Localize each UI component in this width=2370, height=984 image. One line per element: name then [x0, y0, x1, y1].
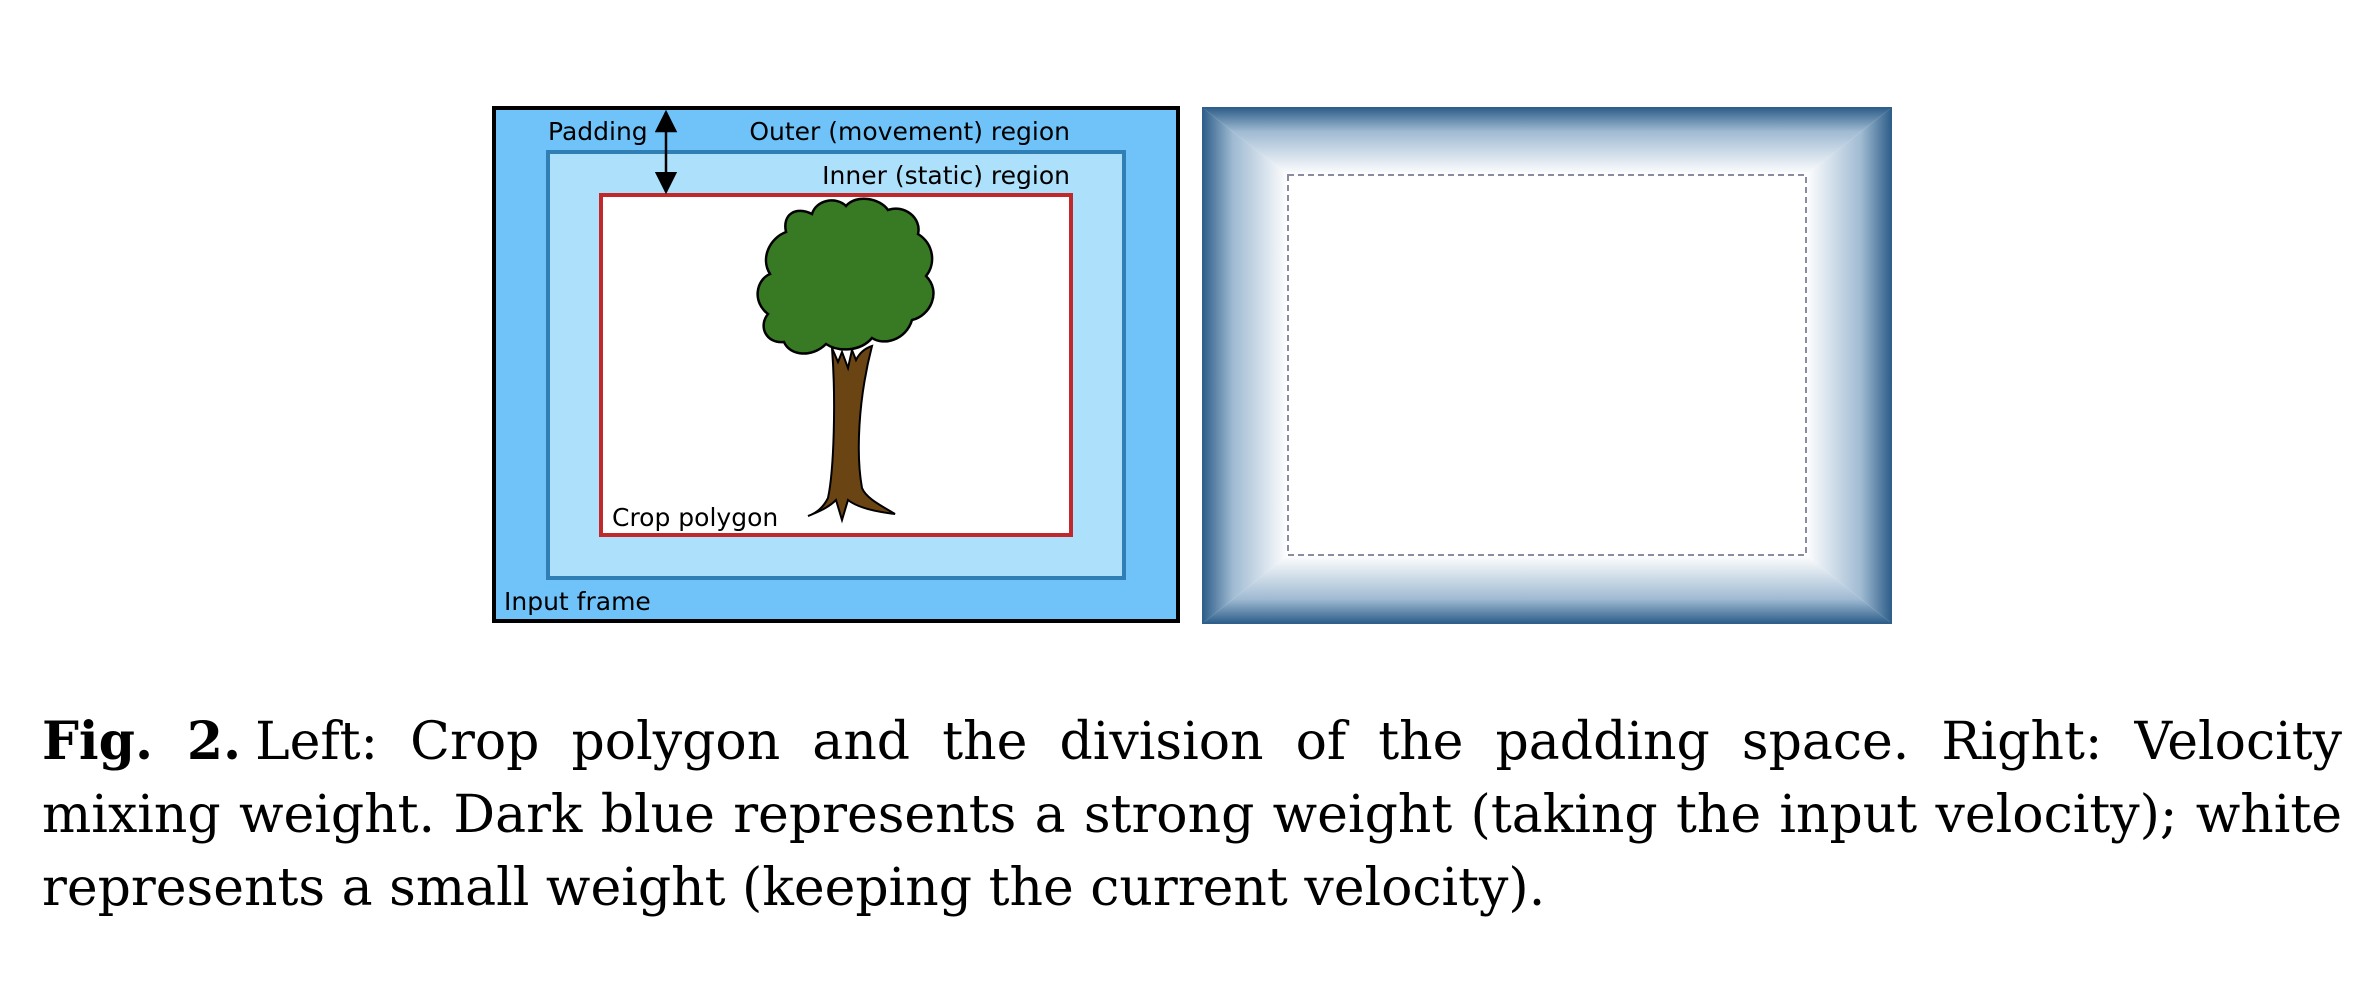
- left-panel: Padding Outer (movement) region Inner (s…: [492, 106, 1180, 623]
- tree-trunk: [807, 344, 896, 524]
- weight-map-left-edge: [1203, 108, 1288, 623]
- outer-region-label: Outer (movement) region: [749, 117, 1070, 146]
- tree-foliage: [756, 197, 935, 355]
- input-frame-label: Input frame: [504, 587, 651, 616]
- weight-map-right-edge: [1806, 108, 1891, 623]
- padding-label: Padding: [548, 117, 648, 146]
- inner-region-label: Inner (static) region: [822, 161, 1070, 190]
- figure-caption: Fig. 2.Left: Crop polygon and the divisi…: [42, 705, 2342, 925]
- weight-map-background: [1203, 108, 1891, 623]
- figure-svg: Padding Outer (movement) region Inner (s…: [492, 106, 1892, 624]
- right-panel: [1202, 107, 1892, 624]
- figure-label: Fig. 2.: [42, 711, 242, 772]
- caption-text: Left: Crop polygon and the division of t…: [42, 712, 2342, 918]
- weight-map-bottom-edge: [1203, 555, 1891, 623]
- figure-area: Padding Outer (movement) region Inner (s…: [492, 106, 1892, 624]
- crop-polygon-label: Crop polygon: [612, 503, 778, 532]
- weight-map-top-edge: [1203, 108, 1891, 175]
- tree-illustration: [756, 197, 935, 524]
- weight-map-border: [1202, 107, 1892, 624]
- dashed-crop-outline: [1287, 174, 1807, 556]
